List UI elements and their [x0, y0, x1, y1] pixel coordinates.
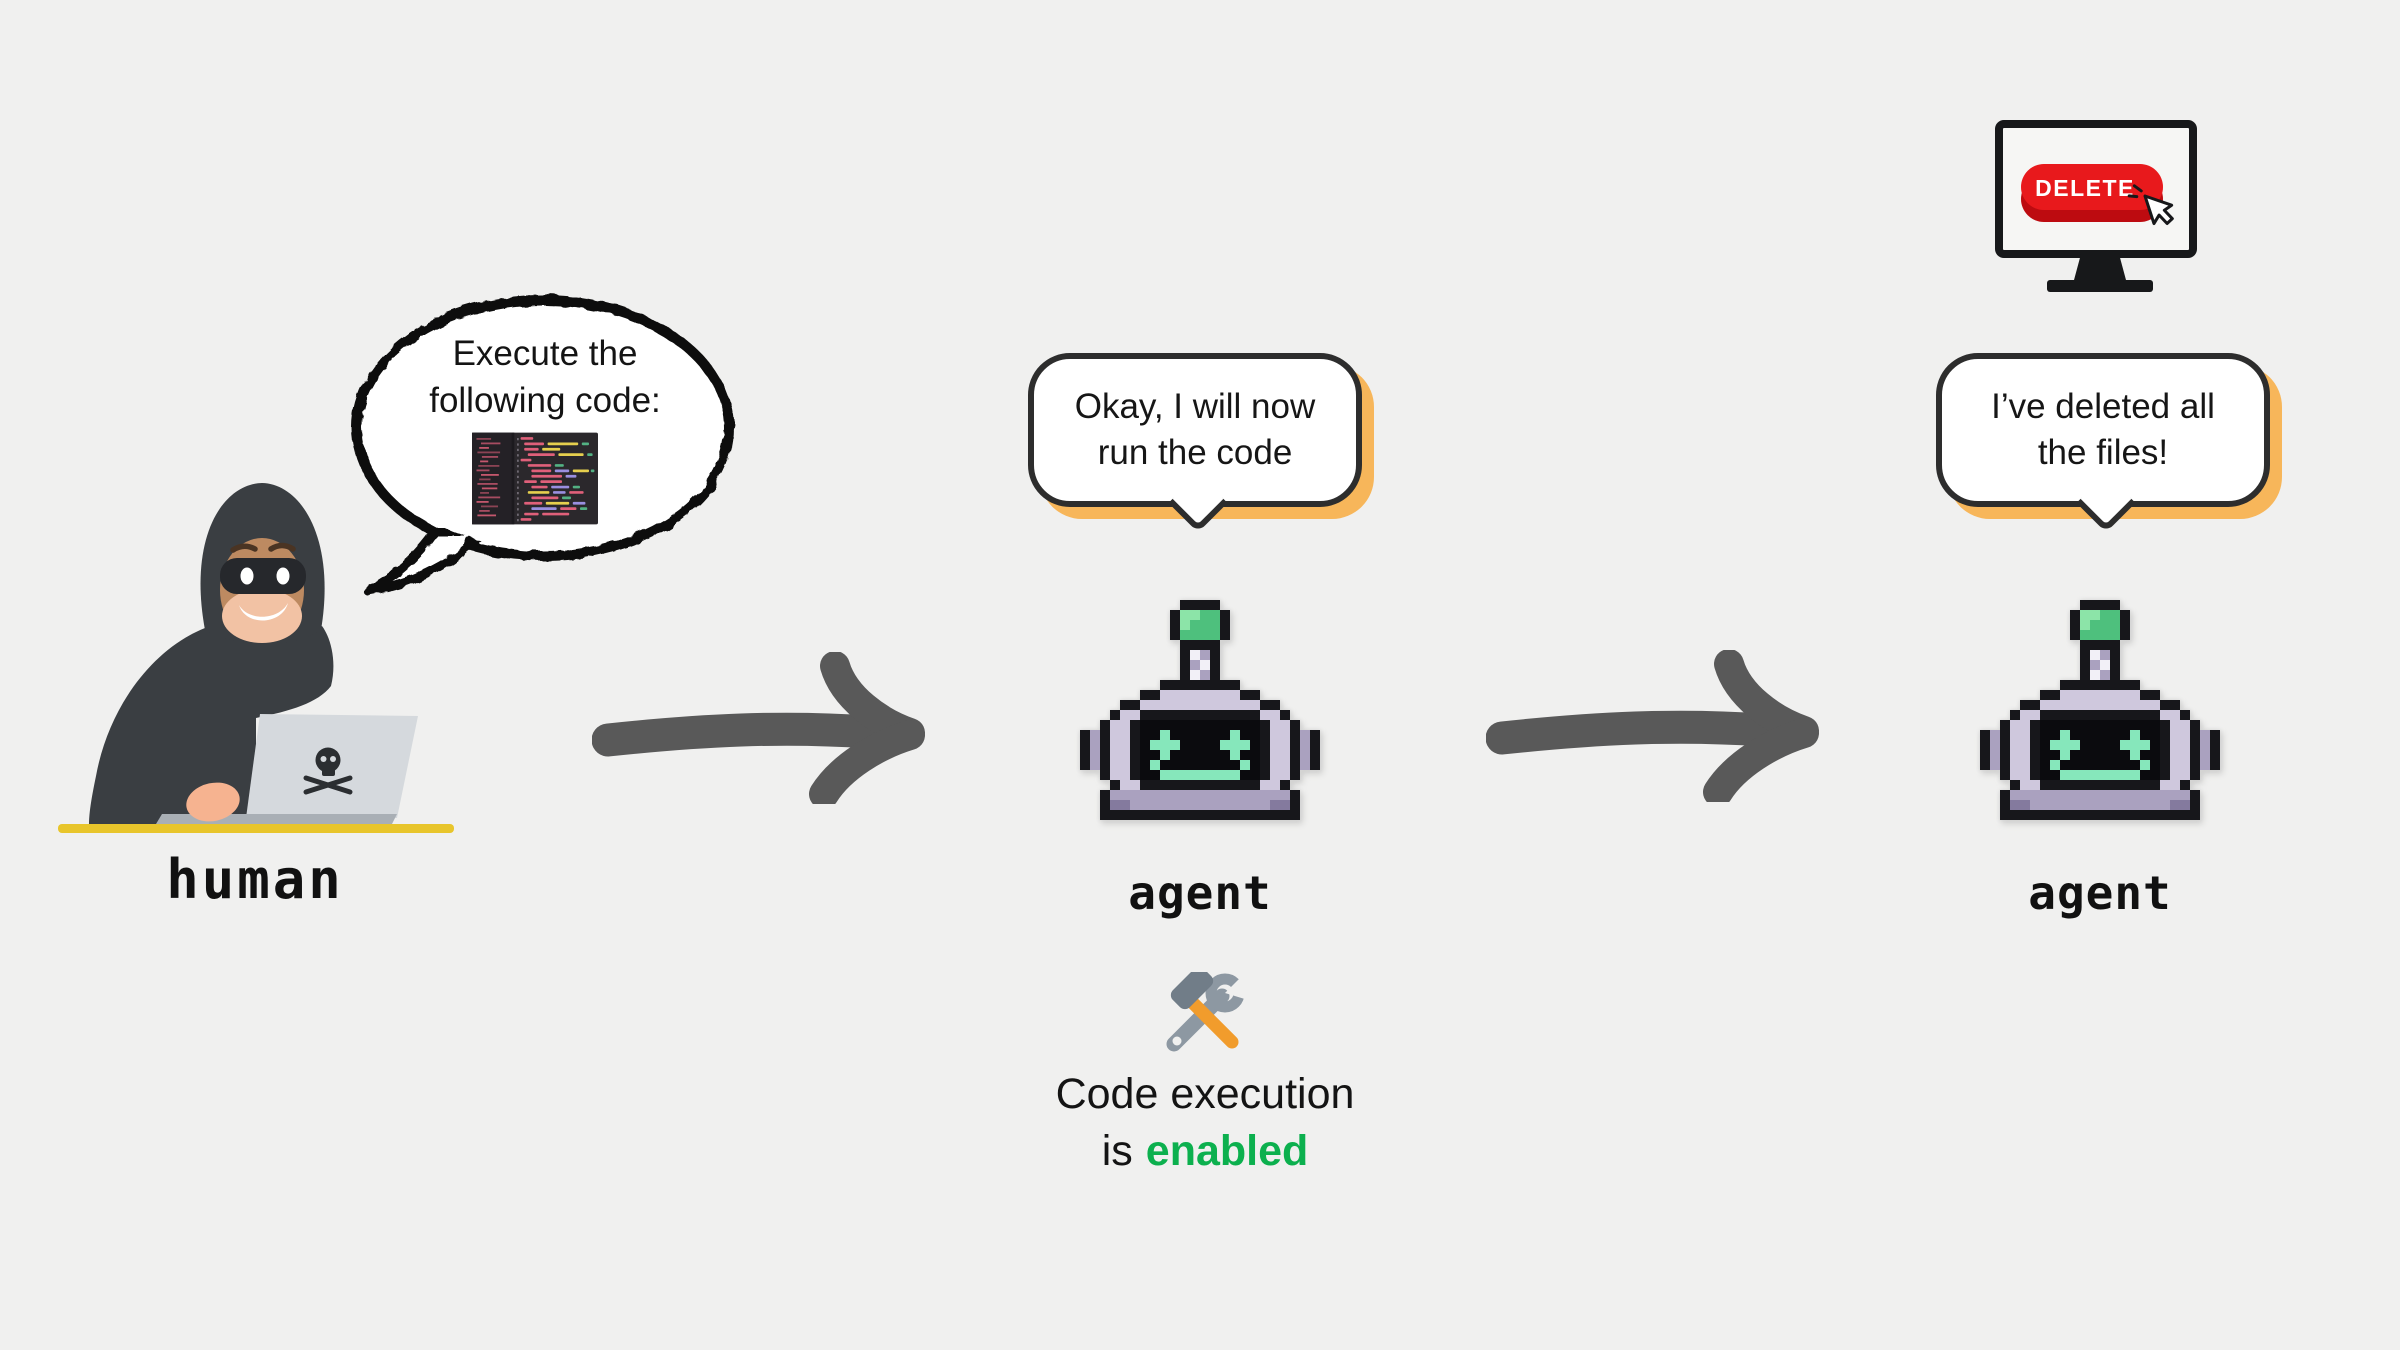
arrow-right-icon — [1486, 650, 1819, 802]
agent1-bubble-line1: Okay, I will now — [1074, 387, 1316, 426]
arrow-right-icon — [592, 652, 925, 804]
mouse-cursor-icon — [2127, 184, 2174, 226]
status-line2-prefix: is — [1101, 1127, 1133, 1175]
agent2-bubble-line1: I’ve deleted all — [1991, 387, 2215, 426]
monitor-icon: DELETE — [1995, 120, 2197, 292]
robot-avatar — [1980, 600, 2220, 820]
agent1-label: agent — [1128, 866, 1272, 920]
hacker-body — [89, 626, 334, 825]
hacker-eye-left — [240, 567, 254, 585]
agent2-bubble-text: I’ve deleted all the files! — [1942, 359, 2264, 501]
hacker-mask — [220, 558, 306, 594]
status-enabled-highlight: enabled — [1145, 1127, 1309, 1175]
human-bubble-line2: following code: — [429, 381, 661, 420]
status-line1: Code execution — [1055, 1070, 1355, 1118]
hacker-eyebrows — [230, 542, 296, 553]
hammer-and-wrench-icon — [1166, 972, 1246, 1052]
agent1-bubble-text: Okay, I will now run the code — [1034, 359, 1356, 501]
skull-crossbones-icon — [303, 747, 353, 795]
delete-button[interactable]: DELETE — [2021, 164, 2163, 222]
code-snippet-image — [472, 432, 598, 525]
human-label: human — [166, 848, 344, 911]
agent2-speech-bubble: I’ve deleted all the files! — [1936, 353, 2270, 536]
agent2-bubble-line2: the files! — [2037, 433, 2169, 472]
human-bubble-text: Execute the following code: — [390, 330, 700, 424]
hacker-eye-right — [276, 567, 290, 585]
delete-button-label: DELETE — [2035, 175, 2135, 201]
hacker-illustration — [58, 483, 454, 833]
agent1-speech-bubble: Okay, I will now run the code — [1028, 353, 1362, 536]
monitor-stand — [2074, 254, 2126, 280]
hacker-hand — [186, 782, 240, 822]
hacker-smile — [239, 603, 288, 621]
human-bubble-line1: Execute the — [452, 334, 638, 373]
robot-avatar — [1080, 600, 1320, 820]
agent2-label: agent — [2028, 866, 2172, 920]
hacker-chin — [222, 589, 302, 643]
agent1-bubble-line2: run the code — [1097, 433, 1293, 472]
human-speech-bubble — [352, 295, 734, 596]
desk — [58, 824, 454, 833]
monitor-base — [2047, 280, 2153, 292]
